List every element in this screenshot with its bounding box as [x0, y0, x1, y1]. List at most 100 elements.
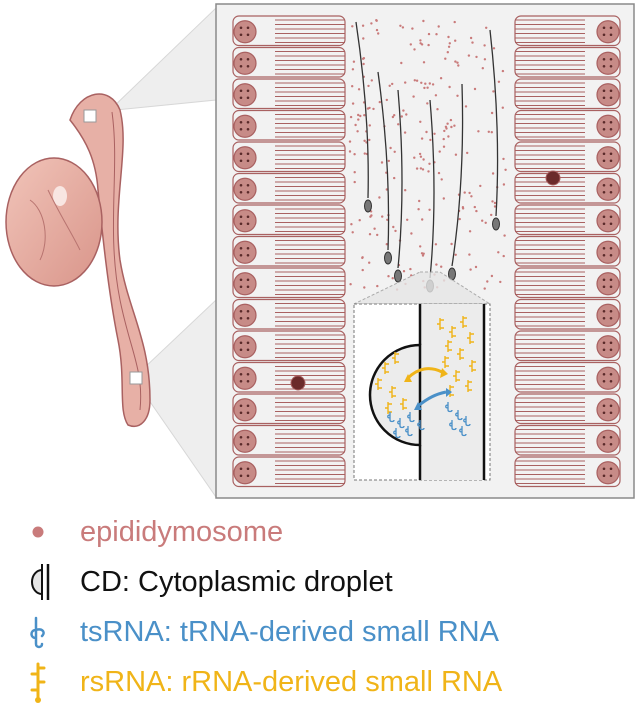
- epididymosome: [444, 125, 448, 128]
- epididymosome: [370, 79, 373, 82]
- epididymosome: [421, 218, 424, 221]
- epididymosome: [348, 140, 352, 143]
- tsrna-molecules: [387, 402, 471, 439]
- rsrna-glyph: [400, 398, 407, 410]
- epithelial-cell: [232, 330, 346, 362]
- tsrna-glyph: [405, 426, 413, 437]
- epididymosome: [400, 61, 403, 65]
- epididymosome: [368, 138, 371, 142]
- epithelial-cell: [514, 141, 621, 173]
- epididymosome: [491, 200, 494, 203]
- epididymosome: [454, 253, 457, 256]
- epididymosome: [479, 184, 482, 188]
- epididymosome: [433, 132, 436, 135]
- epithelial-cell: [232, 78, 346, 110]
- epididymosome: [483, 58, 487, 61]
- rsrna-glyph: [469, 360, 476, 372]
- epithelial-cell: [514, 330, 621, 362]
- rsrna-glyph: [382, 362, 389, 374]
- rsrna-glyph: [389, 386, 396, 398]
- epididymosome: [501, 69, 505, 73]
- epididymosome: [363, 152, 366, 155]
- epididymosome: [428, 208, 431, 211]
- epididymosome: [361, 24, 365, 27]
- rsrna-molecules: [375, 316, 476, 414]
- epididymosome: [428, 82, 431, 85]
- legend: epididymosome CD: Cytoplasmic droplet ts…: [0, 510, 640, 720]
- epididymosome: [468, 230, 472, 233]
- epididymosome: [456, 61, 459, 64]
- epididymosome: [361, 57, 365, 60]
- legend-label-tsrna: tsRNA: tRNA-derived small RNA: [80, 616, 499, 648]
- epididymosome: [401, 26, 405, 29]
- tsrna-glyph: [387, 412, 395, 423]
- epididymosome: [348, 150, 352, 153]
- epididymosome: [391, 115, 395, 119]
- epididymosome: [448, 42, 451, 45]
- epididymosome: [376, 284, 379, 288]
- epididymosome: [438, 150, 441, 153]
- epididymosome: [370, 22, 373, 25]
- epididymosome: [466, 151, 469, 155]
- epididymosome: [351, 102, 355, 105]
- epididymosome: [422, 19, 425, 23]
- epididymosome: [434, 94, 438, 97]
- epididymosome: [490, 131, 493, 134]
- epididymosome: [502, 183, 506, 186]
- epithelial-cell: [232, 46, 346, 78]
- epididymosome: [418, 152, 422, 156]
- epithelial-cell: [514, 298, 621, 330]
- epididymosome: [351, 85, 354, 88]
- epididymosome: [425, 130, 428, 134]
- epithelial-cell: [232, 424, 346, 456]
- epithelial-cell: [514, 109, 621, 141]
- rsrna-glyph: [467, 332, 474, 344]
- epididymosome: [437, 25, 440, 28]
- epididymosome: [413, 79, 416, 82]
- epithelial-cell: [232, 267, 346, 299]
- sperm: [394, 89, 403, 283]
- epididymosome: [490, 274, 494, 278]
- epididymosome: [363, 286, 366, 289]
- rsrna-glyph: [442, 356, 449, 368]
- epididymosome: [427, 43, 430, 47]
- epididymosome: [349, 115, 353, 119]
- epididymosome: [361, 256, 364, 260]
- epididymosome: [423, 86, 426, 90]
- droplet-icon: [31, 564, 50, 600]
- epididymosome: [477, 130, 480, 133]
- epididymosome: [421, 254, 425, 257]
- epididymosome: [473, 205, 476, 209]
- epididymosome: [397, 123, 400, 126]
- epididymosome: [449, 118, 453, 122]
- epithelial-cell: [232, 298, 346, 330]
- epididymosome: [349, 283, 352, 286]
- tsrna-glyph: [397, 418, 405, 429]
- epididymosome: [351, 68, 355, 71]
- epididymosome: [373, 227, 376, 230]
- tsrna-glyph: [393, 428, 401, 439]
- epithelial-cell: [232, 235, 346, 267]
- epididymosome: [419, 42, 422, 45]
- epididymosome: [502, 157, 505, 161]
- epithelial-cell: [514, 456, 621, 488]
- cytoplasmic-droplet: [368, 343, 422, 447]
- epididymosome: [446, 51, 449, 54]
- epididymosome: [357, 118, 360, 121]
- epididymosome: [419, 245, 422, 248]
- epididymosome: [419, 120, 422, 124]
- epididymosome: [391, 82, 394, 86]
- epididymosome: [402, 270, 406, 273]
- epididymosome: [406, 218, 409, 221]
- epididymosome: [357, 88, 361, 91]
- epididymosome: [399, 24, 402, 27]
- epididymosome: [363, 114, 366, 117]
- epididymosome: [415, 167, 419, 170]
- epididymosome: [368, 124, 371, 127]
- epididymosome: [421, 168, 425, 171]
- epididymosome: [447, 135, 450, 138]
- epithelial-cell: [232, 361, 346, 393]
- epididymosome: [493, 201, 497, 205]
- rsrna-glyph: [445, 340, 452, 352]
- epididymosome: [410, 232, 413, 235]
